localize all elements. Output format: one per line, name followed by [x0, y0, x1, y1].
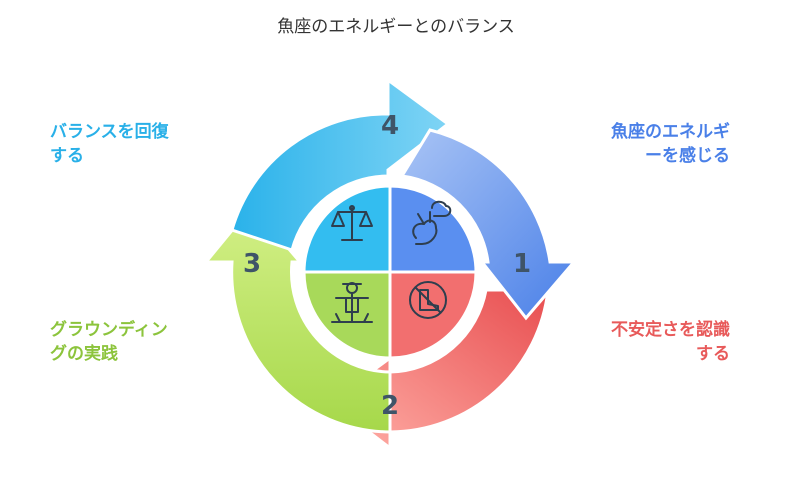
- step-1-label-line-1: 魚座のエネルギ: [611, 122, 730, 142]
- scarecrow-icon: [331, 282, 373, 323]
- step-4-arrow: [230, 77, 451, 252]
- step-2-label-line-2: する: [696, 344, 730, 364]
- step-2-label: 不安定さを認識 する: [611, 318, 730, 366]
- step-4-label-line-2: する: [50, 146, 84, 166]
- balance-scale-icon: [331, 205, 373, 241]
- step-3-label-line-1: グラウンディン: [50, 320, 168, 340]
- step-1-number: 1: [513, 249, 531, 279]
- step-1-arrow: [399, 128, 578, 321]
- step-4-number: 4: [381, 111, 399, 141]
- step-1-label-line-2: ーを感じる: [645, 146, 730, 166]
- step-4-label-line-1: バランスを回復: [50, 122, 169, 142]
- step-4-label: バランスを回復 する: [50, 120, 169, 168]
- step-3-arrow: [202, 203, 392, 434]
- diagram-title: 魚座のエネルギーとのバランス: [277, 17, 515, 37]
- step-3-number: 3: [243, 249, 261, 279]
- quadrant-3: [302, 270, 392, 360]
- step-1-label: 魚座のエネルギ ーを感じる: [611, 120, 730, 168]
- step-3-label-line-2: グの実践: [50, 344, 118, 364]
- step-2-number: 2: [381, 391, 399, 421]
- quadrant-4: [302, 184, 392, 274]
- no-boots-icon: [409, 281, 447, 319]
- inner-quadrants: [302, 184, 478, 360]
- step-2-label-line-1: 不安定さを認識: [611, 320, 730, 340]
- rabbit-cloud-icon: [412, 200, 452, 245]
- step-3-label: グラウンディン グの実践: [50, 318, 168, 366]
